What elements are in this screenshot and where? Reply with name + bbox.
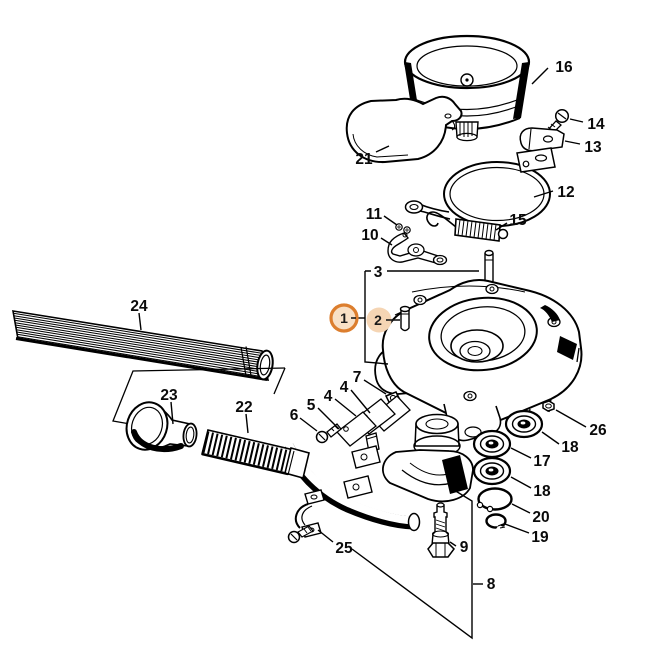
callout-19[interactable]: 19 xyxy=(504,523,549,546)
callout-15[interactable]: 15 xyxy=(495,212,527,231)
callout-11[interactable]: 11 xyxy=(366,206,398,226)
part-25-clamp xyxy=(287,489,325,544)
assembly-bracket-tube-group xyxy=(112,367,286,425)
callout-17[interactable]: 17 xyxy=(510,447,551,470)
callout-8[interactable]: 8 xyxy=(473,576,496,593)
part-22-hose xyxy=(201,429,310,479)
callout-19-label: 19 xyxy=(531,529,549,546)
callout-18b-label: 18 xyxy=(533,483,551,500)
callout-10[interactable]: 10 xyxy=(361,227,393,246)
callout-18a[interactable]: 18 xyxy=(541,431,579,456)
callout-18a-label: 18 xyxy=(561,439,579,456)
callout-14-label: 14 xyxy=(587,116,605,133)
callout-25-label: 25 xyxy=(335,540,353,557)
callout-21[interactable]: 21 xyxy=(355,145,390,168)
part-1-housing xyxy=(374,279,583,442)
callout-23[interactable]: 23 xyxy=(160,387,178,425)
callout-2-hotspot[interactable]: 2 xyxy=(366,307,401,333)
part-13-bracket xyxy=(519,127,565,152)
callout-6[interactable]: 6 xyxy=(290,407,318,432)
assembly-bracket-8 xyxy=(351,489,473,640)
part-15-spring xyxy=(426,211,509,242)
callout-2-highlight-dot[interactable] xyxy=(366,307,392,333)
part-5-plate xyxy=(336,411,377,447)
callout-22-label: 22 xyxy=(235,399,252,416)
part-25-screw xyxy=(287,525,314,544)
callout-1-hotspot[interactable]: 1 xyxy=(329,303,365,333)
callout-11-label: 11 xyxy=(366,206,383,223)
part-3-pin xyxy=(484,249,494,285)
callout-14[interactable]: 14 xyxy=(569,116,605,133)
part-26-nut xyxy=(542,400,555,412)
callout-16[interactable]: 16 xyxy=(531,59,573,85)
part-23-nozzle xyxy=(125,401,198,453)
callout-21-label: 21 xyxy=(355,151,373,168)
part-8-pump-housing xyxy=(343,413,474,503)
part-20-snap-ring xyxy=(474,487,513,518)
callout-24[interactable]: 24 xyxy=(130,298,148,331)
callout-8-label: 8 xyxy=(487,576,496,593)
part-17-bearing xyxy=(472,429,512,459)
callout-4b[interactable]: 4 xyxy=(324,388,357,417)
callout-6-label: 6 xyxy=(290,407,299,424)
part-24-blower-tube xyxy=(12,310,274,381)
callout-20-label: 20 xyxy=(532,509,549,526)
part-6-screw xyxy=(315,423,342,444)
part-16-spline-shaft xyxy=(455,121,479,142)
part-10-lever xyxy=(387,232,448,266)
part-11-washers xyxy=(395,223,411,234)
callout-7-label: 7 xyxy=(353,369,362,386)
part-18a-bearing xyxy=(504,409,544,439)
callout-26-label: 26 xyxy=(589,422,607,439)
callout-1-highlight-ring[interactable] xyxy=(329,303,359,333)
callout-4a-label: 4 xyxy=(340,379,349,396)
callout-12[interactable]: 12 xyxy=(533,184,575,201)
callout-25[interactable]: 25 xyxy=(317,529,353,557)
callout-13[interactable]: 13 xyxy=(564,139,602,156)
callout-9-label: 9 xyxy=(460,539,469,556)
callout-24-label: 24 xyxy=(130,298,148,315)
callout-5-label: 5 xyxy=(307,397,316,414)
part-12-band-clamp xyxy=(404,147,556,227)
callout-9[interactable]: 9 xyxy=(449,539,469,556)
callout-4b-label: 4 xyxy=(324,388,333,405)
part-18b-bearing xyxy=(472,456,512,486)
assembly-bracket-housing xyxy=(364,270,479,365)
callout-4a[interactable]: 4 xyxy=(340,379,371,414)
callout-20[interactable]: 20 xyxy=(511,503,550,526)
callout-15-label: 15 xyxy=(509,212,527,229)
part-19-ring xyxy=(485,513,508,532)
callout-23-label: 23 xyxy=(160,387,178,404)
part-9-shaft xyxy=(427,502,455,558)
part-2-pin xyxy=(399,305,411,332)
callout-26[interactable]: 26 xyxy=(555,409,607,439)
callout-10-label: 10 xyxy=(361,227,378,244)
callout-17-label: 17 xyxy=(533,453,550,470)
callout-16-label: 16 xyxy=(555,59,573,76)
callout-12-label: 12 xyxy=(557,184,574,201)
part-21-cover xyxy=(345,95,463,164)
callout-5[interactable]: 5 xyxy=(307,397,340,430)
callout-1-label: 1 xyxy=(340,310,348,326)
callout-13-label: 13 xyxy=(584,139,602,156)
callout-2-label: 2 xyxy=(374,312,382,328)
part-12-mount-tab xyxy=(516,147,556,173)
callout-3[interactable]: 3 xyxy=(374,264,383,281)
callout-3-label: 3 xyxy=(374,264,383,281)
callout-18b[interactable]: 18 xyxy=(510,476,551,500)
callout-7[interactable]: 7 xyxy=(353,369,387,395)
callout-22[interactable]: 22 xyxy=(235,399,253,434)
